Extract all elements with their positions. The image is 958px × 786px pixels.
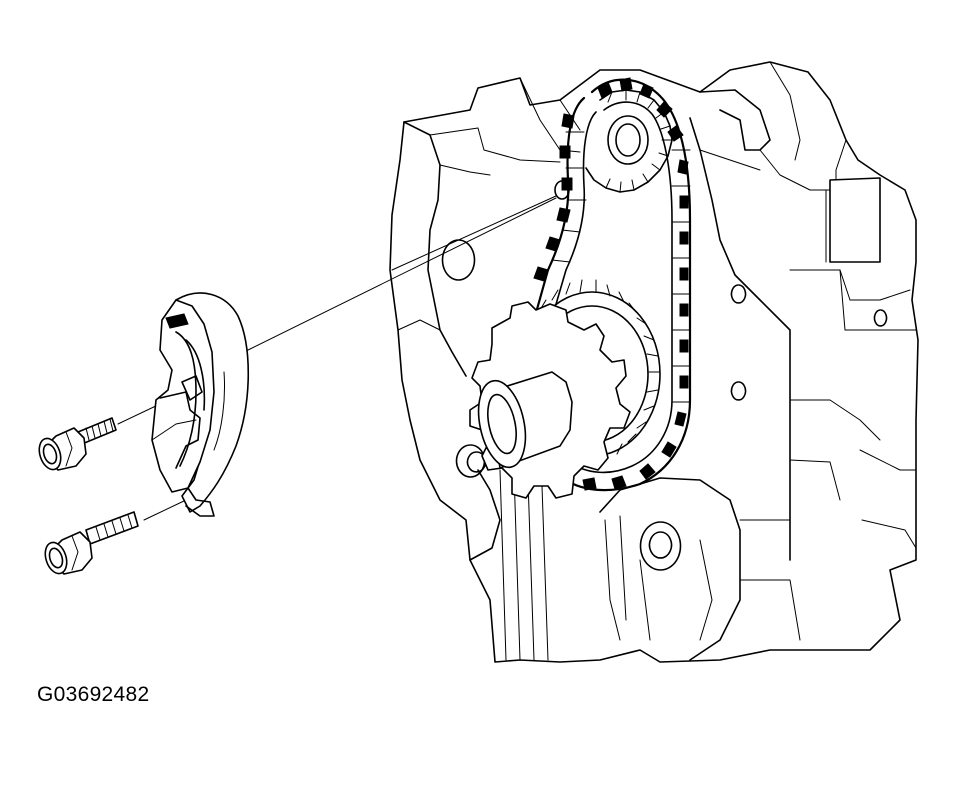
chain-guide-icon [151, 292, 250, 517]
bolt-icon [44, 511, 139, 575]
bolt-icon [38, 417, 117, 471]
camshaft-sprocket-icon [585, 89, 673, 193]
timing-chain-icon [532, 77, 692, 492]
figure-code-label: G03692482 [37, 683, 150, 706]
crankshaft-sprocket-icon [469, 279, 661, 499]
